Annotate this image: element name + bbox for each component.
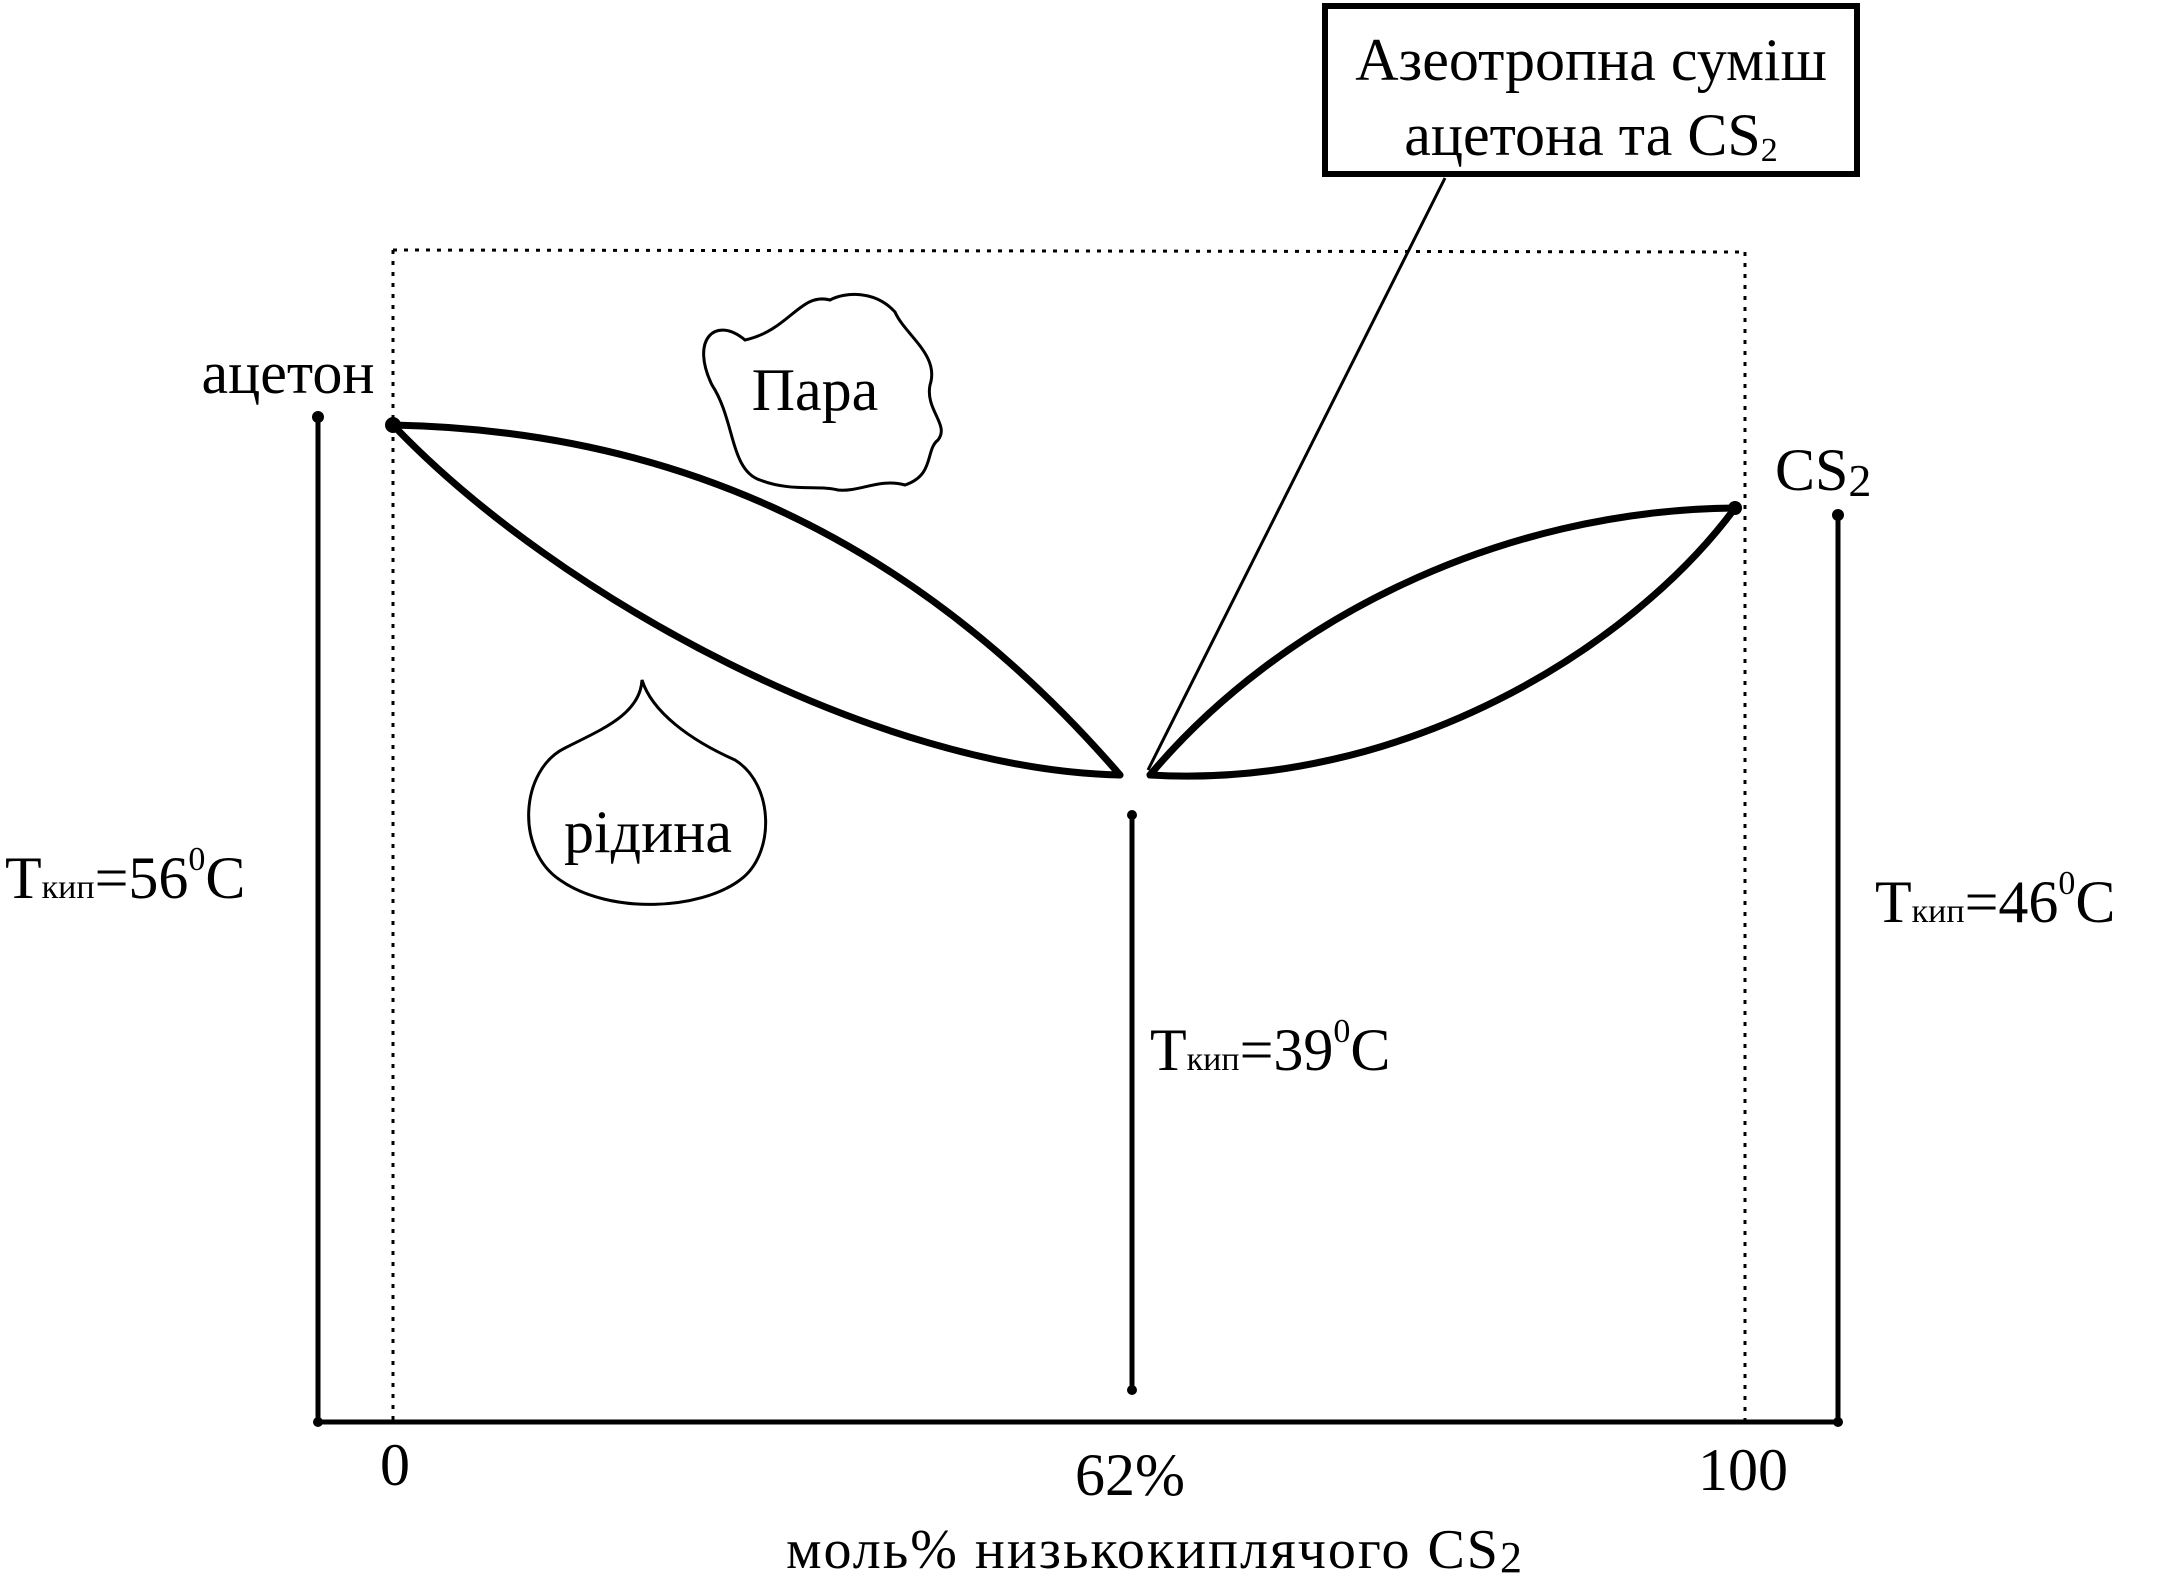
acetone-boiling-temperature: Ткип=560C xyxy=(5,841,245,911)
x-tick-0: 0 xyxy=(380,1432,410,1498)
x-tick-100: 100 xyxy=(1698,1437,1788,1503)
vapor-label: Пара xyxy=(752,357,879,423)
left-liquid-curve xyxy=(389,421,1124,779)
x-tick-62: 62% xyxy=(1075,1442,1185,1508)
liquid-region-drop xyxy=(527,679,768,906)
acetone-point xyxy=(385,417,401,433)
cs2-label: CS2 xyxy=(1775,437,1871,506)
right-phase-lens xyxy=(1146,504,1739,780)
callout-line-2: ацетона та CS2 xyxy=(1404,102,1778,169)
left-phase-lens xyxy=(389,421,1124,779)
cs2-boiling-temperature: Ткип=460C xyxy=(1875,865,2115,935)
callout-line-1: Азеотропна суміш xyxy=(1355,27,1827,93)
azeotrope-boiling-temperature: Ткип=390C xyxy=(1150,1013,1390,1083)
left-vapor-curve xyxy=(389,421,1124,779)
acetone-label: ацетон xyxy=(202,340,375,406)
vapor-region-blob xyxy=(702,292,943,492)
x-axis-label: моль% низькокиплячого CS2 xyxy=(786,1519,1524,1575)
axis-end-dots xyxy=(312,411,1844,1427)
liquid-label: рідина xyxy=(564,799,732,865)
axes xyxy=(315,417,1841,1425)
cs2-point xyxy=(1728,501,1742,515)
right-vapor-curve xyxy=(1146,504,1739,779)
right-liquid-curve xyxy=(1146,504,1739,780)
dotted-frame xyxy=(391,248,1747,1420)
azeotrope-callout-box xyxy=(1322,3,1860,177)
callout-pointer xyxy=(1146,177,1447,771)
